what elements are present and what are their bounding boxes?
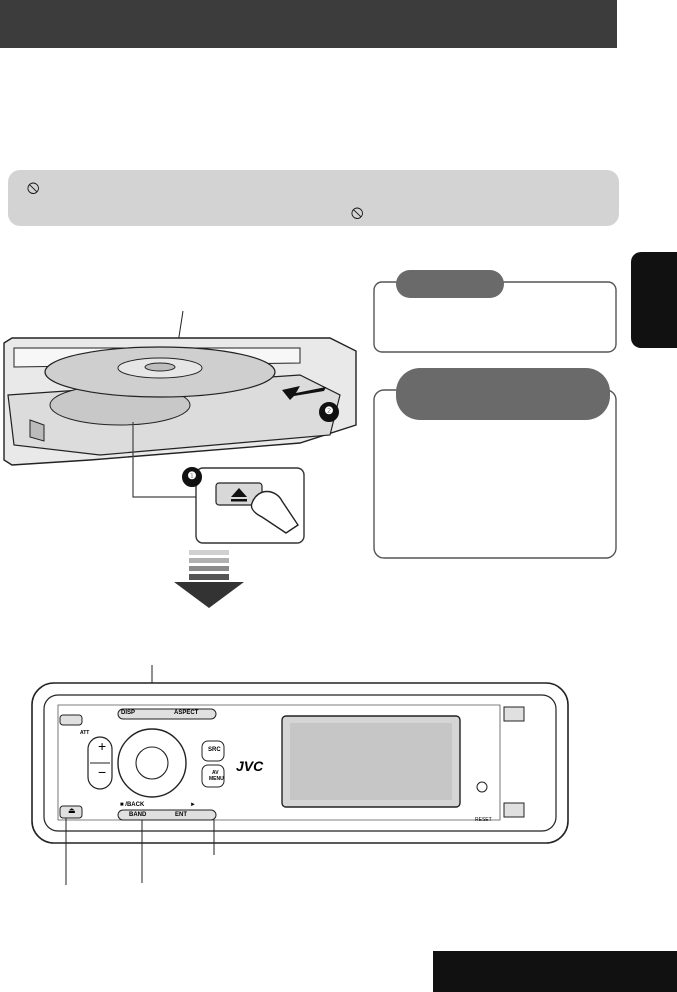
language-tab (631, 252, 677, 348)
back-button[interactable]: ■ /BACK (120, 802, 145, 808)
minus-button[interactable]: − (98, 764, 107, 780)
brand-logo: JVC (236, 758, 264, 774)
title-bar (0, 0, 617, 48)
band-button[interactable]: BAND (129, 812, 147, 818)
av-menu-label-1: AV (212, 770, 219, 776)
callout-boxes (373, 270, 617, 559)
no-entry-icon: ⦸ (351, 202, 364, 223)
down-arrow-icon (174, 550, 244, 608)
disc-insertion-illustration (3, 310, 357, 544)
att-label: ATT (80, 730, 90, 736)
step-1-icon: ❶ (182, 467, 202, 487)
reset-button[interactable]: RESET (475, 817, 492, 823)
page-number-box (433, 951, 677, 992)
control-panel-illustration (31, 665, 569, 885)
step-2-icon: ❷ (319, 402, 339, 422)
eject-icon[interactable]: ⏏ (68, 806, 76, 815)
warning-box (8, 170, 619, 226)
no-entry-icon: ⦸ (27, 177, 40, 198)
aspect-button[interactable]: ASPECT (174, 710, 199, 716)
ent-button[interactable]: ENT (175, 812, 187, 818)
disp-button[interactable]: DISP (121, 710, 136, 716)
av-menu-button[interactable]: MENU (209, 776, 224, 782)
src-button[interactable]: SRC (208, 747, 221, 753)
play-button[interactable]: ► (190, 802, 196, 808)
plus-button[interactable]: + (98, 738, 107, 754)
